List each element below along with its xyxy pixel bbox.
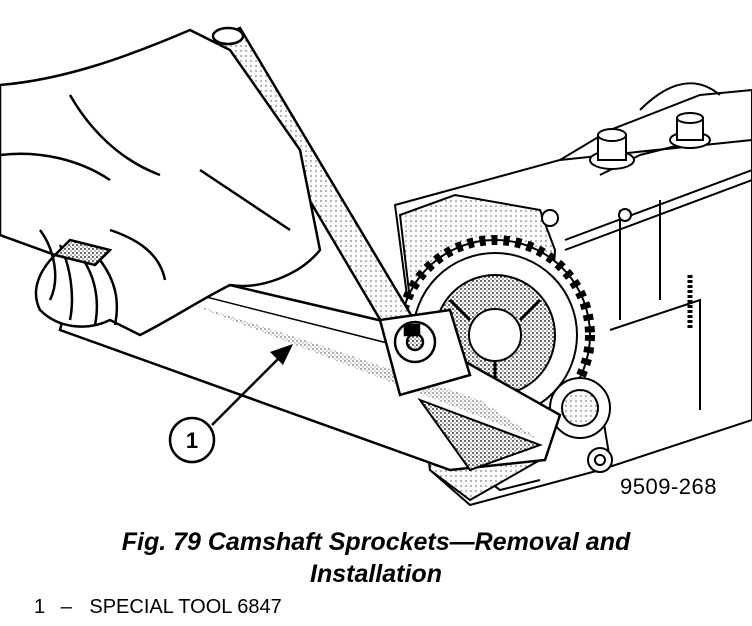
figure-code: 9509-268 <box>620 474 717 499</box>
callout-1: 1 <box>168 344 293 464</box>
legend-number: 1 <box>34 596 46 618</box>
camshaft-sprocket-illustration: 1 <box>0 26 752 507</box>
hand <box>0 28 322 337</box>
figure-caption: Fig. 79 Camshaft Sprockets—Removal and I… <box>0 526 752 590</box>
legend-entry: 1 – SPECIAL TOOL 6847 <box>34 596 282 619</box>
caption-line-2: Installation <box>310 560 442 588</box>
legend-text: SPECIAL TOOL 6847 <box>89 596 282 618</box>
legend-dash: – <box>60 596 72 618</box>
head-studs <box>589 82 721 330</box>
caption-line-1: Fig. 79 Camshaft Sprockets—Removal and <box>121 528 631 556</box>
callout-number: 1 <box>186 428 198 453</box>
